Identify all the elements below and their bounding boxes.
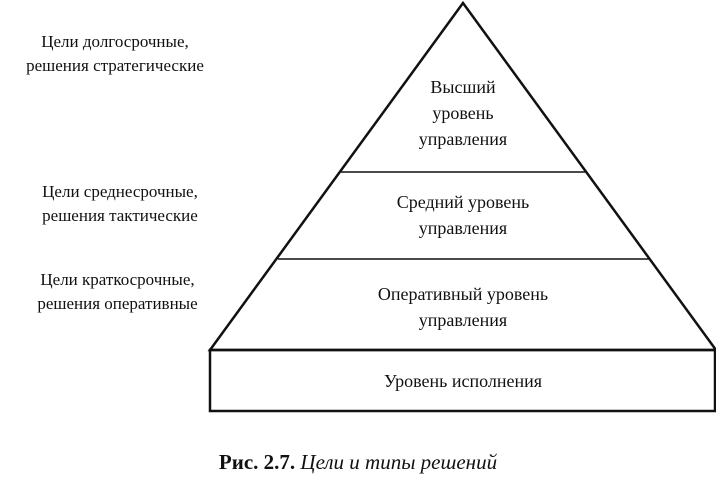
side-label-medium-term-line2: решения тактические (42, 206, 198, 225)
side-label-long-term-line1: Цели долгосрочные, (41, 32, 189, 51)
caption-text: Цели и типы решений (300, 450, 498, 474)
side-label-long-term: Цели долгосрочные, решения стратегически… (0, 30, 230, 78)
level-label-line: управления (419, 310, 507, 330)
side-label-medium-term: Цели среднесрочные, решения тактические (5, 180, 235, 228)
level-label-line: Уровень исполнения (384, 371, 542, 391)
figure-caption: Рис. 2.7. Цели и типы решений (0, 450, 716, 475)
caption-number: Рис. 2.7. (218, 450, 296, 474)
side-label-short-term-line2: решения оперативные (37, 294, 198, 313)
level-label-line: Высший (430, 77, 496, 97)
level-label-line: Средний уровень (397, 192, 530, 212)
side-label-medium-term-line1: Цели среднесрочные, (42, 182, 198, 201)
level-label-line: Оперативный уровень (378, 284, 548, 304)
level-label-line: уровень (432, 103, 493, 123)
level-execution-label: Уровень исполнения (384, 371, 542, 391)
side-label-short-term: Цели краткосрочные, решения оперативные (0, 268, 235, 316)
level-label-line: управления (419, 218, 507, 238)
execution-level-box (208, 348, 716, 413)
level-operative-label: Оперативный уровень управления (378, 284, 548, 330)
side-label-short-term-line1: Цели краткосрочные, (40, 270, 195, 289)
level-label-line: управления (419, 129, 507, 149)
level-middle-label: Средний уровень управления (397, 192, 530, 238)
side-label-long-term-line2: решения стратегические (26, 56, 204, 75)
level-top-label: Высший уровень управления (419, 77, 507, 149)
